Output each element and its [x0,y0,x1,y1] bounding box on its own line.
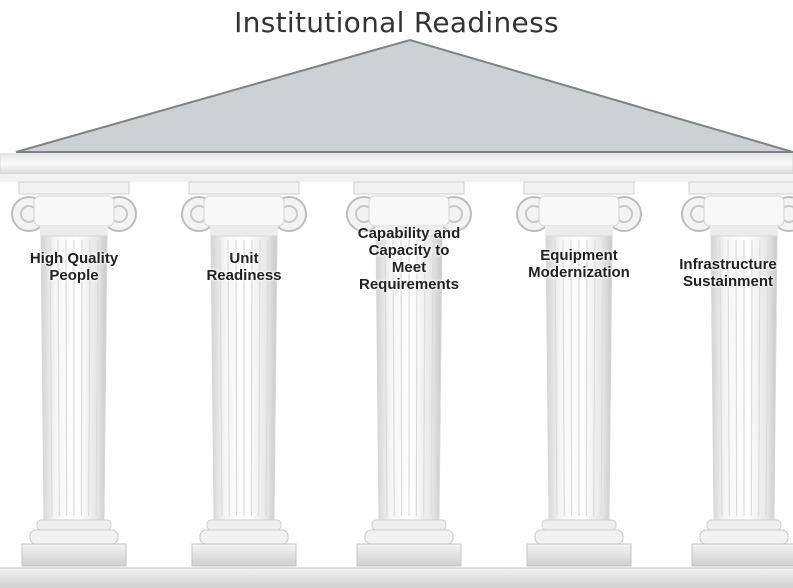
floor-step [0,568,793,588]
pillar-1 [11,181,137,567]
pillar-label-line: Modernization [528,264,630,281]
pillar-label-line: Requirements [358,276,460,293]
pillar-3 [346,181,472,567]
pillar-label-line: Meet [391,259,427,276]
pillar-label-line: Sustainment [682,273,773,290]
pillar-label-line: Infrastructure [679,256,777,273]
pillar-label-line: Capacity to [368,242,450,259]
pillar-label-line: People [49,267,99,284]
diagram-title: Institutional Readiness [234,6,559,39]
pediment-roof [15,38,793,153]
entablature-lower [0,174,793,182]
entablature-beam [0,153,793,175]
pillar-5 [681,181,793,567]
pillar-label-line: Equipment [540,247,618,264]
pillar-2 [181,181,307,567]
pillar-label-line: High Quality [29,250,119,267]
pillar-label-line: Unit [229,250,259,267]
pillar-label-line: Capability and [357,225,461,242]
pillar-label-line: Readiness [206,267,282,284]
pillar-4 [516,181,642,567]
